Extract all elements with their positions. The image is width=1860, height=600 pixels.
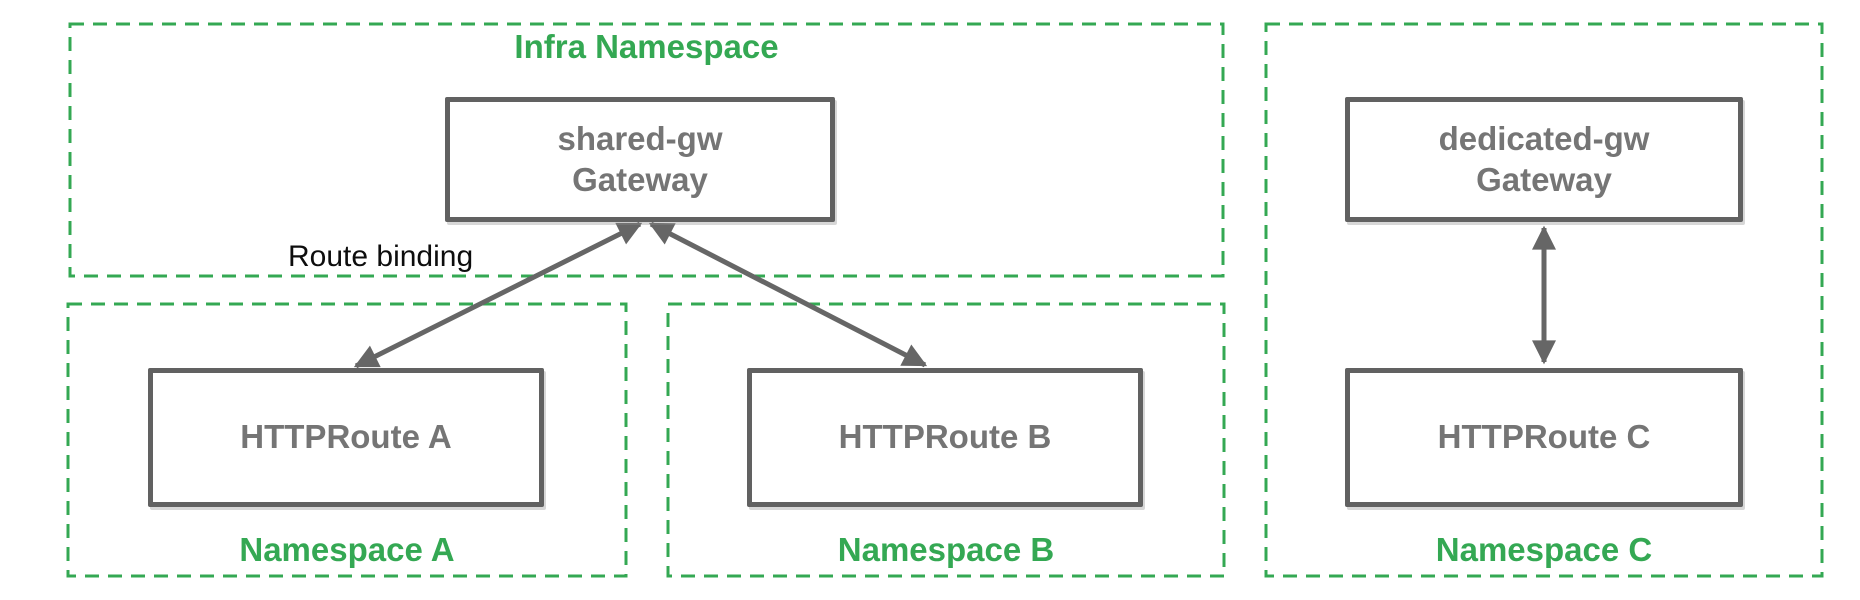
httproute-c-node: HTTPRoute C	[1345, 368, 1743, 507]
namespace-c-boundary	[1264, 22, 1824, 578]
namespace-a-boundary	[66, 302, 628, 578]
httproute-a-label: HTTPRoute A	[240, 418, 452, 456]
namespace-b-boundary	[666, 302, 1226, 578]
httproute-b-label: HTTPRoute B	[838, 418, 1052, 456]
httproute-c-label: HTTPRoute C	[1437, 418, 1651, 456]
shared-gw-name: shared-gw	[557, 120, 723, 158]
namespace-c-label: Namespace C	[1435, 531, 1653, 568]
httproute-b-node: HTTPRoute B	[747, 368, 1143, 507]
infra-namespace-boundary	[68, 22, 1225, 278]
dedicated-gw-kind: Gateway	[1476, 160, 1612, 198]
infra-namespace-label: Infra Namespace	[514, 28, 779, 65]
namespace-b-label: Namespace B	[837, 531, 1055, 568]
edge-route-b-shared-gw	[648, 221, 928, 368]
dedicated-gw-name: dedicated-gw	[1438, 120, 1650, 158]
shared-gw-kind: Gateway	[572, 160, 708, 198]
edge-route-a-shared-gw	[353, 221, 643, 369]
namespace-a-label: Namespace A	[239, 531, 455, 568]
shared-gw-gateway-node: shared-gw Gateway	[445, 97, 835, 222]
dedicated-gw-gateway-node: dedicated-gw Gateway	[1345, 97, 1743, 222]
httproute-a-node: HTTPRoute A	[148, 368, 544, 507]
route-binding-annotation: Route binding	[288, 240, 474, 273]
